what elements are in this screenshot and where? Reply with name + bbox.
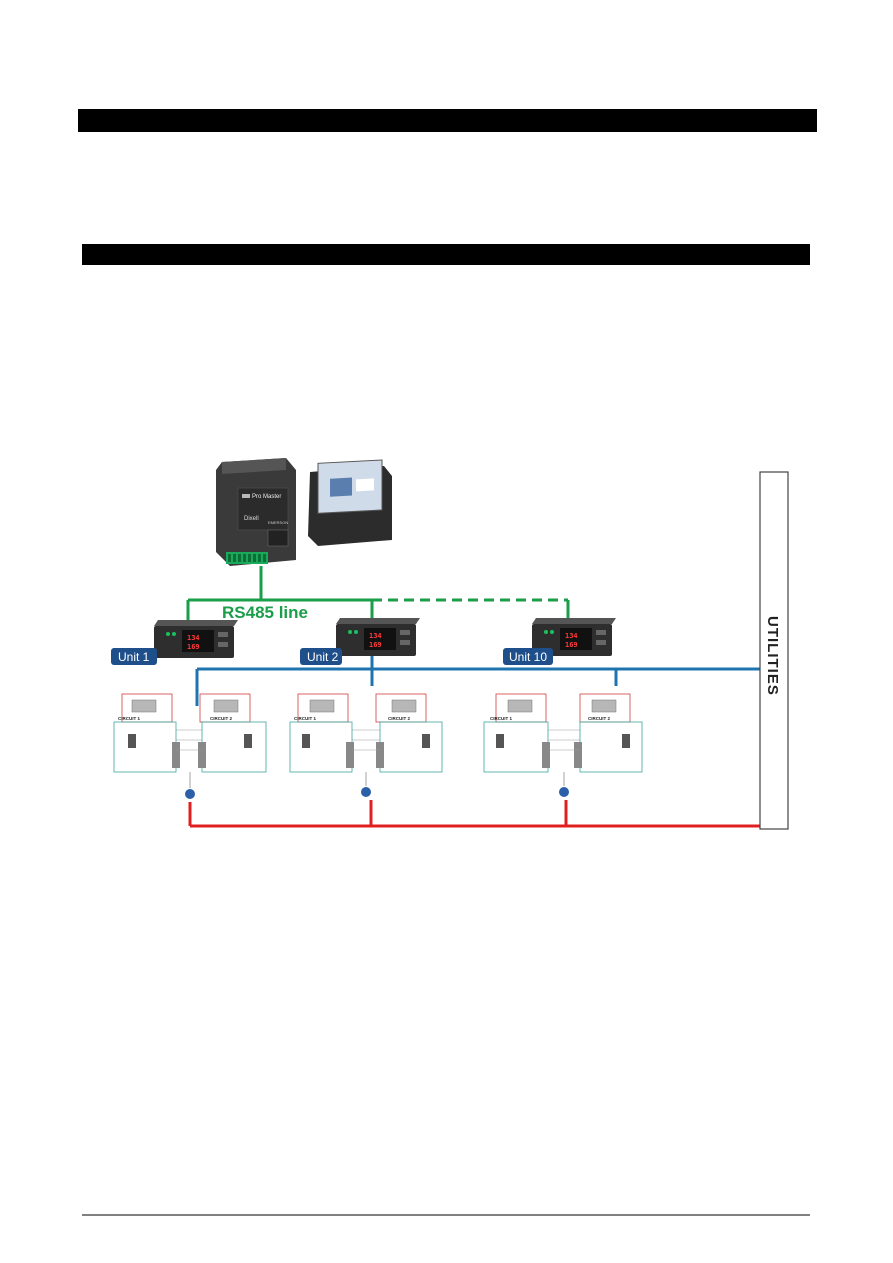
- rs485-line-label: RS485 line: [222, 603, 308, 622]
- circuit-2-label-a: CIRCUIT 1: [294, 716, 316, 721]
- unit-1-display-top: 134: [187, 634, 200, 642]
- unit-10-display-bottom: 169: [565, 641, 578, 649]
- utilities-label: UTILITIES: [764, 616, 781, 696]
- unit-10-display-top: 134: [565, 632, 578, 640]
- touch-display-panel: [308, 459, 392, 546]
- circuit-schematic-3: CIRCUIT 1 CIRCUIT 2: [483, 693, 643, 797]
- unit-controller-10: 134 169: [532, 618, 616, 656]
- circuit-2-label-b: CIRCUIT 2: [388, 716, 410, 721]
- unit-controller-2: 134 169: [336, 618, 420, 656]
- unit-2-display-bottom: 169: [369, 641, 382, 649]
- circuit-schematic-2: CIRCUIT 1 CIRCUIT 2: [289, 693, 443, 797]
- unit-tag-10-label: Unit 10: [509, 650, 547, 664]
- unit-tag-1: Unit 1: [111, 648, 157, 665]
- circuit-1-label-a: CIRCUIT 1: [118, 716, 140, 721]
- rs485-bus: [186, 566, 570, 622]
- unit-2-display-top: 134: [369, 632, 382, 640]
- circuit-1-label-b: CIRCUIT 2: [210, 716, 232, 721]
- unit-tag-1-label: Unit 1: [118, 650, 150, 664]
- unit-tag-2: Unit 2: [300, 648, 342, 665]
- pro-master-controller: Pro Master Dixell EMERSON: [216, 458, 296, 566]
- pro-master-maker-label: EMERSON: [268, 520, 288, 525]
- unit-tag-2-label: Unit 2: [307, 650, 339, 664]
- pro-master-brand-label: Dixell: [244, 516, 259, 522]
- section-header-bar-2: [82, 244, 810, 265]
- pro-master-model-label: Pro Master: [252, 494, 281, 500]
- section-header-bar-1: [78, 109, 817, 132]
- unit-1-display-bottom: 169: [187, 643, 200, 651]
- circuit-3-label-b: CIRCUIT 2: [588, 716, 610, 721]
- utilities-box: UTILITIES: [759, 471, 789, 830]
- utility-bus: [195, 655, 760, 706]
- circuit-3-label-a: CIRCUIT 1: [490, 716, 512, 721]
- return-line: [188, 800, 760, 828]
- unit-tag-10: Unit 10: [503, 648, 553, 665]
- circuit-schematic-1: CIRCUIT 1 CIRCUIT 2: [113, 693, 267, 799]
- unit-controller-1: 134 169: [154, 620, 238, 658]
